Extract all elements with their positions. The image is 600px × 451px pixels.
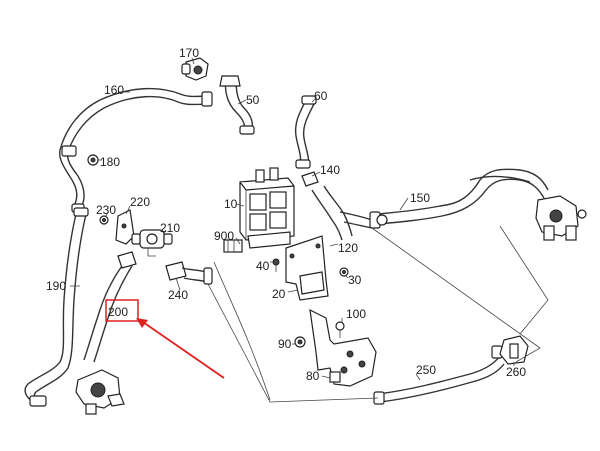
nut-30 (339, 267, 349, 277)
clip-230 (99, 215, 109, 225)
callout-160: 160 (104, 83, 124, 97)
callout-100: 100 (346, 307, 366, 321)
connection-lines (207, 225, 549, 403)
screw-40 (272, 258, 280, 272)
callout-140: 140 (320, 163, 340, 177)
callout-210: 210 (160, 221, 180, 235)
connector-170 (181, 57, 209, 81)
highlight-box (105, 299, 139, 322)
hose-240 (165, 261, 213, 285)
bracket-220 (115, 209, 135, 245)
callout-170: 170 (179, 46, 199, 60)
callout-30: 30 (348, 273, 362, 287)
callout-250: 250 (416, 363, 436, 377)
valve-cluster-right (535, 195, 587, 241)
hose-60 (294, 95, 317, 169)
callout-labels: 170 160 50 60 180 140 150 220 230 10 210… (46, 46, 526, 383)
nut-90 (294, 336, 306, 348)
callout-190: 190 (46, 279, 66, 293)
hose-50 (219, 75, 255, 135)
callout-20: 20 (272, 287, 286, 301)
highlight-arrowhead (136, 318, 148, 328)
callout-200: 200 (108, 305, 128, 319)
hose-190 (24, 207, 89, 407)
bracket-80 (309, 308, 377, 387)
hose-160 (58, 87, 213, 213)
callout-240: 240 (168, 288, 188, 302)
leader-lines (70, 57, 515, 381)
hose-150 (369, 168, 549, 229)
bracket-20 (285, 235, 329, 301)
callout-10: 10 (224, 197, 238, 211)
callout-120: 120 (338, 241, 358, 255)
grommet-180 (87, 154, 99, 166)
hose-200 (83, 251, 137, 363)
connector-900 (223, 239, 243, 253)
highlight-200 (105, 299, 225, 379)
callout-900: 900 (214, 229, 234, 243)
callout-180: 180 (100, 155, 120, 169)
grommet-260 (499, 335, 529, 365)
coolant-unit-10 (239, 167, 295, 249)
callout-80: 80 (306, 369, 320, 383)
callout-220: 220 (130, 195, 150, 209)
callout-230: 230 (96, 203, 116, 217)
clip-160 (61, 145, 77, 157)
callout-90: 90 (278, 337, 292, 351)
bolt-100 (335, 321, 345, 338)
pump-bottom-left (75, 369, 125, 415)
hose-140-120 (301, 171, 373, 241)
callout-150: 150 (410, 191, 430, 205)
callout-260: 260 (506, 365, 526, 379)
pump-210 (131, 229, 173, 257)
hose-250 (373, 345, 505, 405)
callout-40: 40 (256, 259, 270, 273)
highlight-arrow (139, 319, 225, 379)
callout-60: 60 (314, 89, 328, 103)
callout-50: 50 (246, 93, 260, 107)
